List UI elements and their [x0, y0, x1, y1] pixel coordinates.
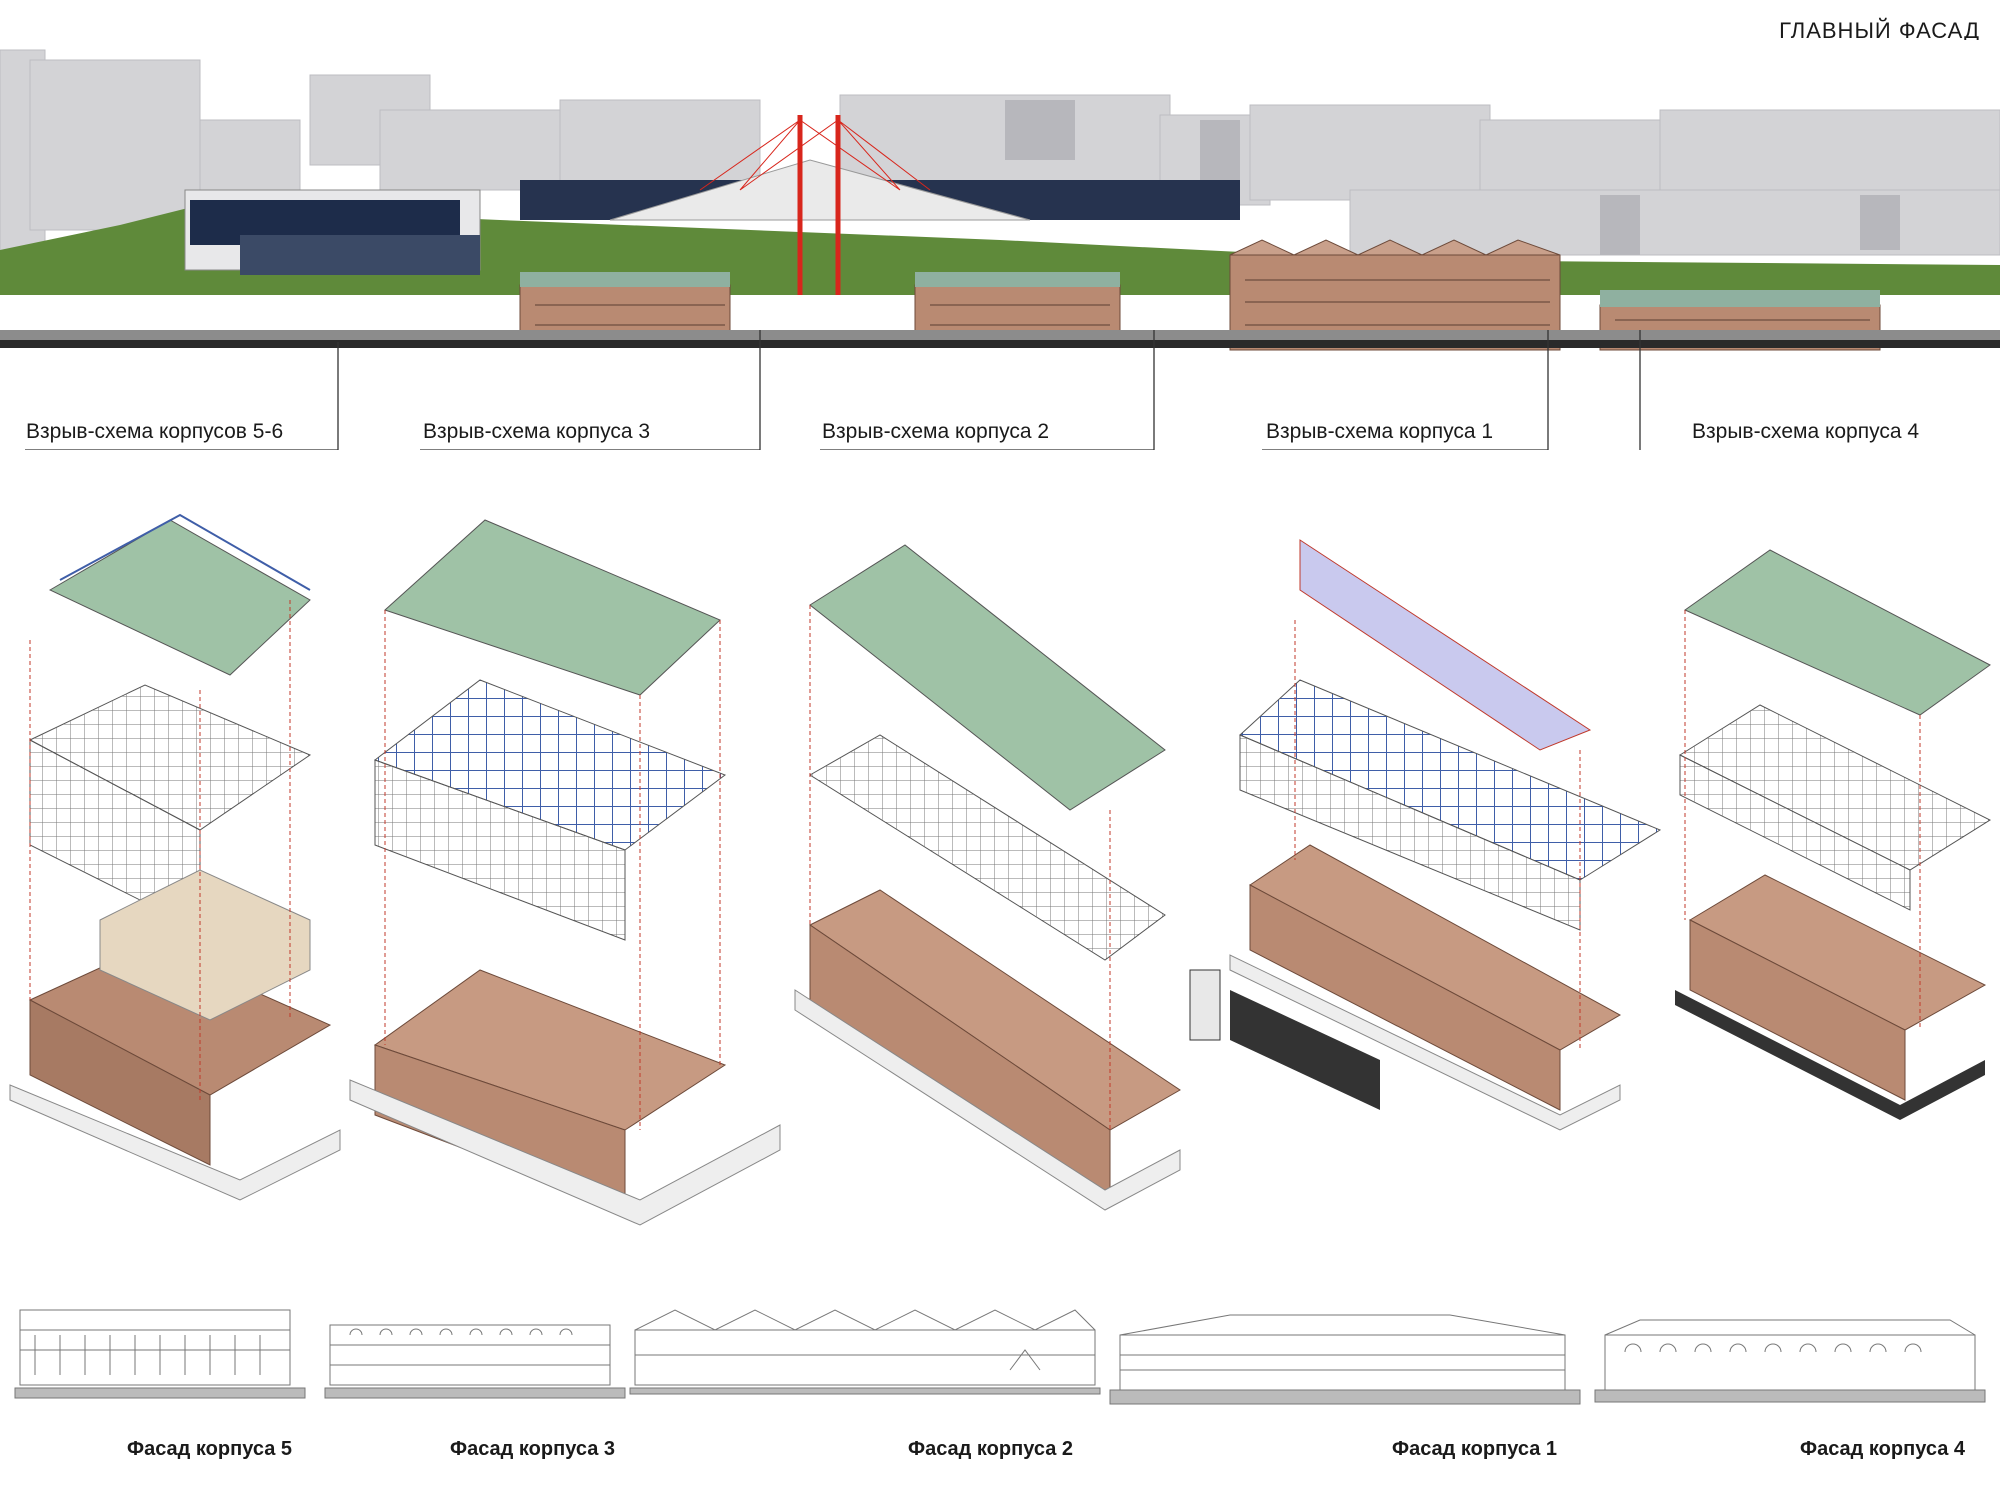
- facade-drawing-3: [324, 1324, 626, 1399]
- main-facade-render: [0, 40, 2000, 385]
- facade-label-5: Фасад корпуса 5: [127, 1438, 292, 1460]
- cable-stay-pylons: [797, 115, 841, 295]
- facade-label-4: Фасад корпуса 4: [1800, 1438, 1965, 1460]
- facade-drawing-4: [1594, 1319, 1986, 1403]
- callout-building-2: Взрыв-схема корпуса 2: [822, 420, 1050, 443]
- exploded-building-1: [1229, 539, 1662, 1131]
- facade-drawing-5: [14, 1309, 306, 1399]
- facade-label-1: Фасад корпуса 1: [1392, 1438, 1557, 1460]
- callout-building-3: Взрыв-схема корпуса 3: [423, 420, 651, 443]
- exploded-axonometric-diagrams: [9, 513, 1992, 1226]
- callout-leader-lines: [25, 330, 1641, 450]
- facade-drawing-1: [1109, 1314, 1581, 1405]
- facade-drawing-2: [629, 1309, 1101, 1395]
- facade-label-3: Фасад корпуса 3: [450, 1438, 615, 1460]
- facade-drawings: [14, 1309, 1986, 1405]
- exploded-building-3: [349, 519, 781, 1226]
- exploded-building-4: [1675, 549, 1992, 1120]
- callout-building-1: Взрыв-схема корпуса 1: [1266, 420, 1494, 443]
- callout-buildings-5-6: Взрыв-схема корпусов 5-6: [26, 420, 284, 443]
- exploded-buildings-5-6: [9, 513, 341, 1201]
- exploded-building-2: [794, 544, 1221, 1211]
- callout-building-4: Взрыв-схема корпуса 4: [1692, 420, 1920, 443]
- page-title: ГЛАВНЫЙ ФАСАД: [1779, 18, 1980, 43]
- facade-label-2: Фасад корпуса 2: [908, 1438, 1073, 1460]
